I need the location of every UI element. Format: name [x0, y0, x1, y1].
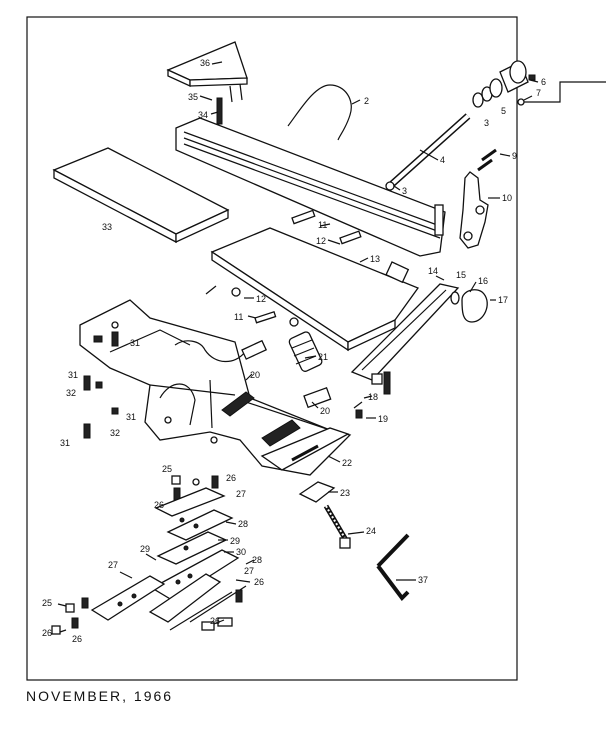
label-15: 15 — [456, 270, 466, 280]
part-11-12-pins-upper — [291, 209, 362, 245]
label-35: 35 — [188, 92, 198, 102]
label-26-lower-left: 26 — [42, 628, 52, 638]
label-4: 4 — [440, 155, 445, 165]
label-13: 13 — [370, 254, 380, 264]
part-3-5-6-collars — [472, 60, 536, 108]
label-20-upper: 20 — [250, 370, 260, 380]
part-31-32-fasteners — [83, 331, 119, 439]
label-36: 36 — [200, 58, 210, 68]
label-27-lower: 27 — [244, 566, 254, 576]
part-10-lever — [459, 171, 489, 249]
label-12-upper: 12 — [316, 236, 326, 246]
label-33: 33 — [102, 222, 112, 232]
label-11-upper: 11 — [318, 220, 327, 230]
label-27-left: 27 — [108, 560, 118, 570]
part-20-cams — [221, 386, 332, 447]
label-32-upper: 32 — [66, 388, 76, 398]
part-36-guard — [166, 41, 248, 103]
label-29-right: 29 — [230, 536, 240, 546]
part-15-16-guide-bar — [350, 283, 460, 385]
label-3-lower: 3 — [402, 186, 407, 196]
label-32-lower: 32 — [110, 428, 120, 438]
label-12-lower: 12 — [256, 294, 266, 304]
label-23: 23 — [340, 488, 350, 498]
part-27-30-knife-plates — [90, 487, 247, 631]
label-28-lower: 28 — [252, 555, 262, 565]
footer-date: NOVEMBER, 1966 — [26, 688, 174, 704]
label-28-upper: 28 — [238, 519, 248, 529]
part-9-screws — [477, 148, 497, 172]
label-19: 19 — [378, 414, 388, 424]
part-21-spring — [288, 331, 323, 372]
label-3-upper: 3 — [484, 118, 489, 128]
part-13-table-plate — [210, 227, 420, 352]
label-26-right: 26 — [254, 577, 264, 587]
label-37: 37 — [418, 575, 428, 585]
leader-lines — [57, 61, 539, 633]
part-17-knob — [450, 289, 488, 323]
label-10: 10 — [502, 193, 512, 203]
label-31-left: 31 — [68, 370, 78, 380]
part-22-bracket — [260, 427, 350, 471]
part-24-adjusting-screw — [323, 504, 351, 549]
label-30: 30 — [236, 547, 246, 557]
label-31-mid: 31 — [126, 412, 136, 422]
label-21: 21 — [318, 352, 328, 362]
label-16: 16 — [478, 276, 488, 286]
label-34: 34 — [198, 110, 208, 120]
label-18: 18 — [368, 392, 378, 402]
label-17: 17 — [498, 295, 508, 305]
part-number-labels: 36 35 34 2 3 4 3 5 6 7 9 10 33 11 12 13 … — [42, 58, 546, 644]
label-24: 24 — [366, 526, 376, 536]
label-31-upper: 31 — [130, 338, 140, 348]
label-26-lower-mid: 26 — [72, 634, 82, 644]
label-26-left: 26 — [154, 500, 164, 510]
label-20-lower: 20 — [320, 406, 330, 416]
part-4-rod — [385, 113, 471, 191]
label-29-left: 29 — [140, 544, 150, 554]
label-31-lower: 31 — [60, 438, 70, 448]
part-23-block — [298, 481, 336, 503]
part-34-screw — [216, 97, 223, 125]
label-25-lower: 25 — [42, 598, 52, 608]
diagram-border — [26, 16, 518, 681]
part-11-12-pins-lower — [205, 285, 299, 327]
label-22: 22 — [342, 458, 352, 468]
border-tab — [517, 81, 606, 103]
part-25-26-screws-lower — [51, 589, 243, 635]
label-25-upper: 25 — [162, 464, 172, 474]
label-14: 14 — [428, 266, 438, 276]
label-5: 5 — [501, 106, 506, 116]
part-fence-rail — [175, 117, 446, 257]
label-7: 7 — [536, 88, 541, 98]
part-18-19-pin — [353, 371, 391, 419]
part-37-hex-key — [376, 533, 410, 602]
label-27-upper: 27 — [236, 489, 246, 499]
label-2: 2 — [364, 96, 369, 106]
part-20-block-upper — [241, 339, 268, 360]
label-6: 6 — [541, 77, 546, 87]
part-33-table-board — [52, 147, 230, 244]
part-2-wire-spring — [287, 84, 352, 141]
label-26-bottom: 26 — [210, 616, 220, 626]
label-9: 9 — [512, 151, 517, 161]
label-11-lower: 11 — [234, 312, 243, 322]
label-26-upper: 26 — [226, 473, 236, 483]
